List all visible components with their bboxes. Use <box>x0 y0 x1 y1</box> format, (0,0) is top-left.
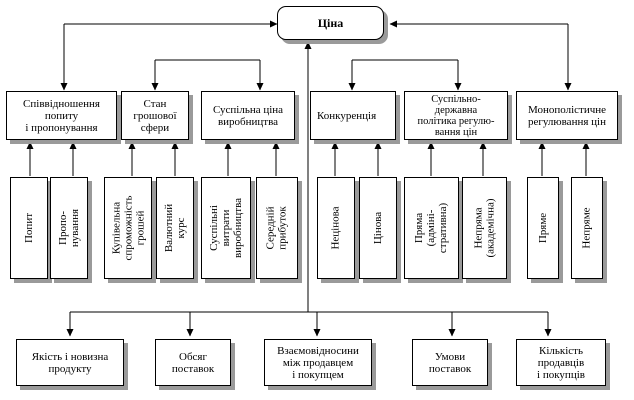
group-monopoly-price-regulation: Монополістичне регулювання цін <box>516 91 618 140</box>
child-demand: Попит <box>10 177 48 279</box>
child-label: Валютний курс <box>163 203 188 253</box>
child-label: Попит <box>23 212 35 244</box>
child-label: Нецінова <box>330 206 342 250</box>
child-label: Пропо- нування <box>57 208 81 248</box>
group-competition: Конкуренція <box>310 91 396 140</box>
child-purchasing-power: Купівельна спроможність грошей <box>104 177 152 279</box>
factor-delivery-volume: Обсяг поставок <box>155 339 231 386</box>
group-social-production-price: Суспільна ціна виробництва <box>201 91 295 140</box>
child-label: Непряма (академічна) <box>472 198 497 258</box>
group-label: Монополістичне регулювання цін <box>527 103 607 128</box>
group-label: Співвідношення попиту і пропонування <box>23 97 100 134</box>
child-label: Пряма (адміні- стративна) <box>413 202 450 254</box>
child-supply: Пропо- нування <box>50 177 88 279</box>
factor-label: Обсяг поставок <box>171 350 215 375</box>
child-label: Суспільні витрати виробництва <box>208 197 245 259</box>
child-average-profit: Середній прибуток <box>256 177 298 279</box>
child-label: Пряме <box>537 212 550 244</box>
child-direct-administrative: Пряма (адміні- стративна) <box>404 177 459 279</box>
factor-quality-novelty: Якість і новизна продукту <box>16 339 124 386</box>
root-price-box: Ціна <box>277 6 384 40</box>
child-label: Купівельна спроможність грошей <box>110 195 146 261</box>
group-label: Суспільна ціна виробництва <box>212 103 284 128</box>
factor-label: Умови поставок <box>428 350 472 375</box>
group-label: Стан грошової сфери <box>133 97 177 134</box>
group-label: Конкуренція <box>317 109 377 122</box>
group-supply-demand: Співвідношення попиту і пропонування <box>6 91 117 140</box>
child-label: Цінова <box>371 211 384 245</box>
factor-label: Кількість продавців і покупців <box>537 344 585 381</box>
group-state-price-regulation: Суспільно- державна політика регулю- ван… <box>404 91 508 140</box>
child-label: Середній прибуток <box>265 206 289 250</box>
child-label: Непряме <box>581 207 593 249</box>
group-label: Суспільно- державна політика регулю- ван… <box>417 93 495 138</box>
child-non-price: Нецінова <box>317 177 355 279</box>
factor-label: Якість і новизна продукту <box>31 350 109 375</box>
root-label: Ціна <box>317 16 344 30</box>
child-exchange-rate: Валютний курс <box>156 177 194 279</box>
factor-delivery-terms: Умови поставок <box>412 339 488 386</box>
child-social-costs: Суспільні витрати виробництва <box>201 177 251 279</box>
child-price: Цінова <box>359 177 397 279</box>
factor-seller-buyer-relations: Взаємовідносини між продавцем і покупцем <box>264 339 372 386</box>
child-indirect: Непряме <box>571 177 603 279</box>
child-direct: Пряме <box>527 177 559 279</box>
child-indirect-academic: Непряма (академічна) <box>462 177 507 279</box>
factor-number-of-sellers-buyers: Кількість продавців і покупців <box>516 339 606 386</box>
factor-label: Взаємовідносини між продавцем і покупцем <box>277 344 359 381</box>
group-monetary-sphere: Стан грошової сфери <box>121 91 189 140</box>
